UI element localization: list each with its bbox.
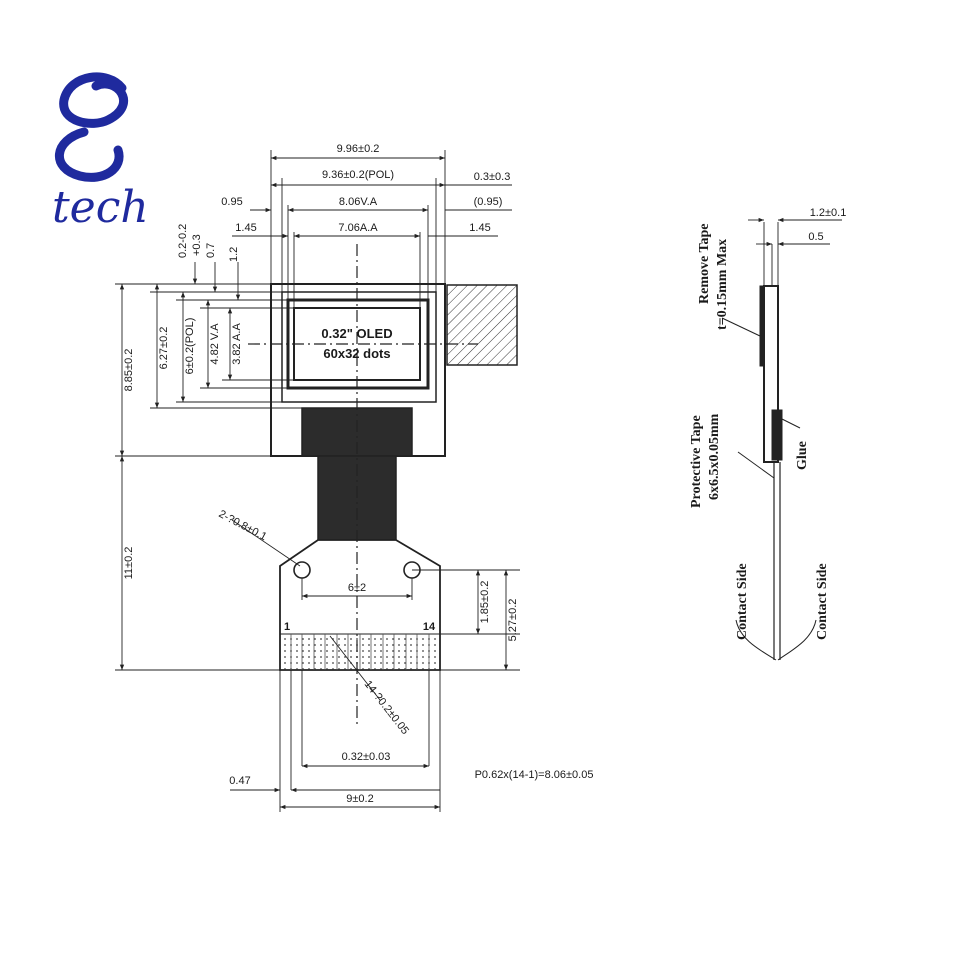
pin-dividers — [290, 634, 430, 670]
dim-pitch-spec: P0.62x(14-1)=8.06±0.05 — [475, 769, 594, 781]
dim-aa-height: 3.82 A.A — [231, 323, 243, 365]
remove-tape-title: Remove Tape — [697, 224, 712, 305]
logo-swirl-icon — [55, 72, 128, 182]
dim-right-aa-offset: 1.45 — [469, 222, 490, 234]
contact-side-left: Contact Side — [735, 563, 750, 640]
polarizer-outline — [281, 291, 437, 403]
front-view — [248, 244, 518, 725]
dim-top-offset-d: 1.2 — [228, 247, 240, 262]
side-fpc-tail — [773, 462, 781, 660]
dimension-lines — [115, 150, 520, 812]
dim-aa-width: 7.06A.A — [338, 222, 378, 234]
dim-top-offset-c: 0.7 — [205, 243, 217, 258]
dim-right-va-offset: (0.95) — [474, 196, 503, 208]
logo-text: tech — [52, 182, 149, 233]
dim-side-inner-width: 0.5 — [808, 231, 823, 243]
dim-fpc-length: 11±0.2 — [123, 547, 135, 580]
contact-side-right: Contact Side — [815, 563, 830, 640]
dim-pin-spec: 14-?0.2±0.05 — [362, 678, 411, 736]
dim-top-offset-a: 0.2-0.2 — [177, 224, 189, 258]
pin-last-label: 14 — [423, 621, 436, 633]
side-view — [721, 217, 842, 661]
dim-va-width: 8.06V.A — [339, 196, 378, 208]
dim-hole-to-edge: 1.85±0.2 — [479, 581, 491, 624]
dim-hole-pitch: 6±2 — [348, 582, 366, 594]
dim-pol-height: 6±0.2(POL) — [184, 318, 196, 375]
pin-first-label: 1 — [284, 621, 290, 633]
dim-pin-width: 0.32±0.03 — [342, 751, 391, 763]
dim-side-top-width: 1.2±0.1 — [810, 207, 847, 219]
screen-label-line1: 0.32" OLED — [321, 326, 392, 341]
dim-overall-height: 8.85±0.2 — [123, 349, 135, 392]
dim-va-height: 4.82 V.A — [209, 323, 221, 365]
side-fpc-block — [771, 409, 783, 461]
protective-tape-spec: 6x6.5x0.05mm — [707, 413, 722, 500]
side-labels: 1.2±0.1 0.5 Remove Tape t=0.15mm Max Pro… — [689, 207, 846, 640]
screen-label-line2: 60x32 dots — [323, 346, 390, 361]
dim-left-aa-offset: 1.45 — [235, 222, 256, 234]
dim-overall-width: 9.96±0.2 — [337, 143, 380, 155]
dim-right-gap: 0.3±0.3 — [474, 171, 511, 183]
dim-tail-height: 5.27±0.2 — [507, 599, 519, 642]
dim-pin-offset: 0.47 — [229, 775, 250, 787]
protective-tape-title: Protective Tape — [689, 415, 704, 508]
dim-pol-width: 9.36±0.2(POL) — [322, 169, 394, 181]
logo: tech — [52, 72, 149, 233]
glue-label: Glue — [795, 441, 810, 470]
dim-hole-spec: 2-?0.8±0.1 — [217, 508, 269, 543]
dim-glass-height: 6.27±0.2 — [158, 327, 170, 370]
dim-left-va-offset: 0.95 — [221, 196, 242, 208]
dim-tail-width: 9±0.2 — [346, 793, 373, 805]
remove-tape-spec: t=0.15mm Max — [715, 239, 730, 330]
dim-top-offset-b: +0.3 — [191, 234, 203, 256]
protection-film-hatch — [446, 284, 518, 366]
side-polarizer — [759, 285, 765, 367]
